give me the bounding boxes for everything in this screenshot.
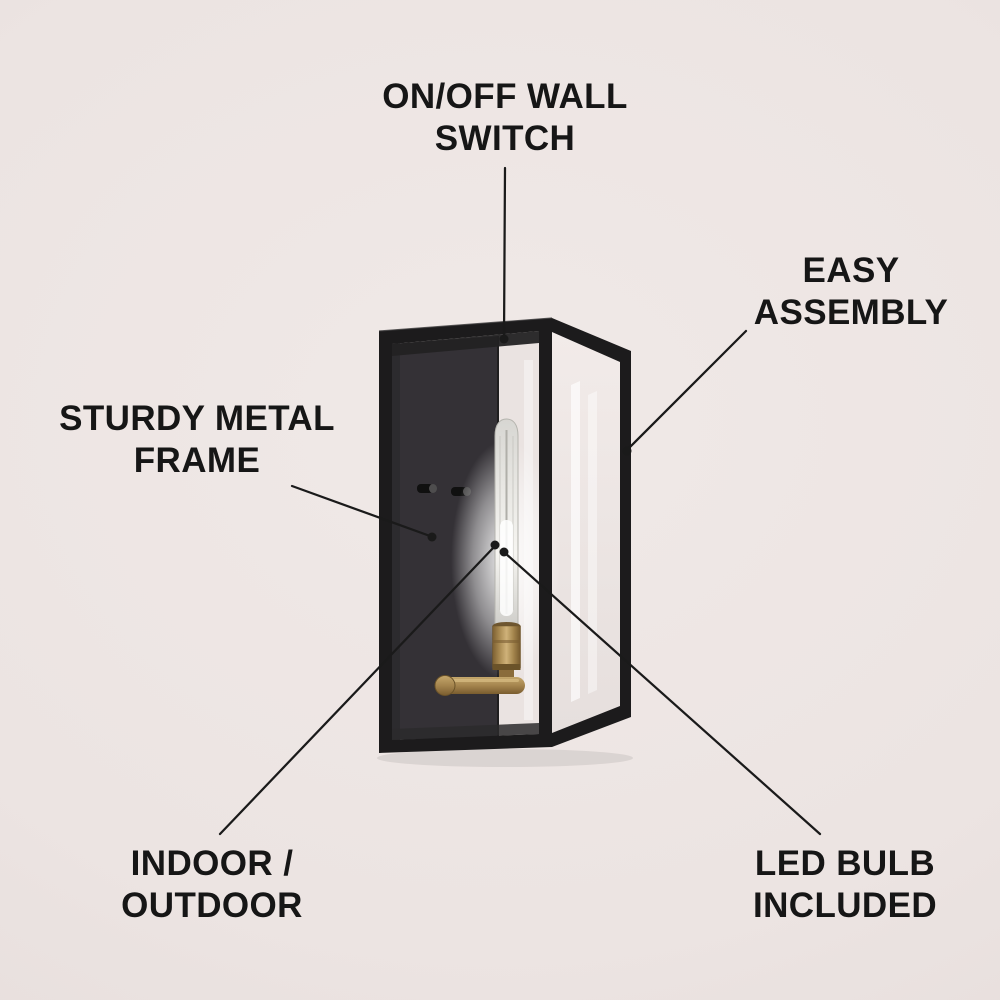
- bulb-socket: [492, 625, 521, 669]
- glass-reflection-streak: [571, 381, 580, 702]
- callout-dot-sturdy-metal-frame: [427, 532, 437, 542]
- fixture-shadow: [377, 749, 633, 767]
- callout-text-line: ON/OFF WALL: [382, 77, 628, 116]
- arm-end-knob: [434, 675, 456, 696]
- callout-text-line: INCLUDED: [752, 886, 938, 925]
- interior-bottom-shading: [392, 723, 539, 740]
- callout-line-sturdy-metal-frame: [290, 484, 432, 538]
- socket-base: [492, 664, 521, 670]
- led-tube-bulb: [494, 418, 519, 627]
- callout-dot-easy-assembly: [622, 446, 632, 456]
- callout-text-line: STURDY METAL: [59, 399, 335, 438]
- back-panel-shading: [392, 343, 400, 740]
- socket-joint: [499, 670, 514, 680]
- callout-line-led-bulb: [503, 551, 822, 836]
- callout-text-line: OUTDOOR: [121, 886, 303, 925]
- callout-label-wall-switch: ON/OFF WALL SWITCH: [382, 76, 627, 160]
- glass-reflection-streak: [588, 391, 597, 694]
- side-glass-panel: [552, 332, 620, 733]
- frame-top-highlight: [378, 317, 553, 332]
- callout-dot-indoor-outdoor: [490, 540, 500, 550]
- callout-text-line: LED BULB: [754, 844, 936, 883]
- callout-text-line: INDOOR /: [130, 844, 294, 883]
- callout-label-sturdy-metal-frame: STURDY METAL FRAME: [59, 398, 335, 482]
- callout-text-line: EASY: [802, 251, 900, 290]
- callout-line-wall-switch: [502, 166, 507, 341]
- callout-label-indoor-outdoor: INDOOR / OUTDOOR: [121, 843, 303, 927]
- socket-band: [492, 640, 521, 643]
- callout-line-indoor-outdoor: [218, 544, 497, 836]
- arm-highlight: [445, 679, 519, 682]
- wall-sconce-fixture: [378, 317, 631, 753]
- bulb-bright-core: [500, 520, 513, 616]
- brass-socket-arm: [434, 622, 525, 696]
- callout-text-line: FRAME: [133, 441, 261, 480]
- callout-lines: [218, 166, 822, 836]
- callout-text-line: SWITCH: [434, 119, 576, 158]
- callout-label-easy-assembly: EASY ASSEMBLY: [754, 250, 948, 334]
- callout-label-led-bulb-included: LED BULB INCLUDED: [753, 843, 937, 927]
- callout-dot-led-bulb: [499, 547, 509, 557]
- callout-dot-wall-switch: [499, 334, 509, 344]
- callout-text-line: ASSEMBLY: [753, 293, 949, 332]
- callout-line-easy-assembly: [625, 329, 748, 452]
